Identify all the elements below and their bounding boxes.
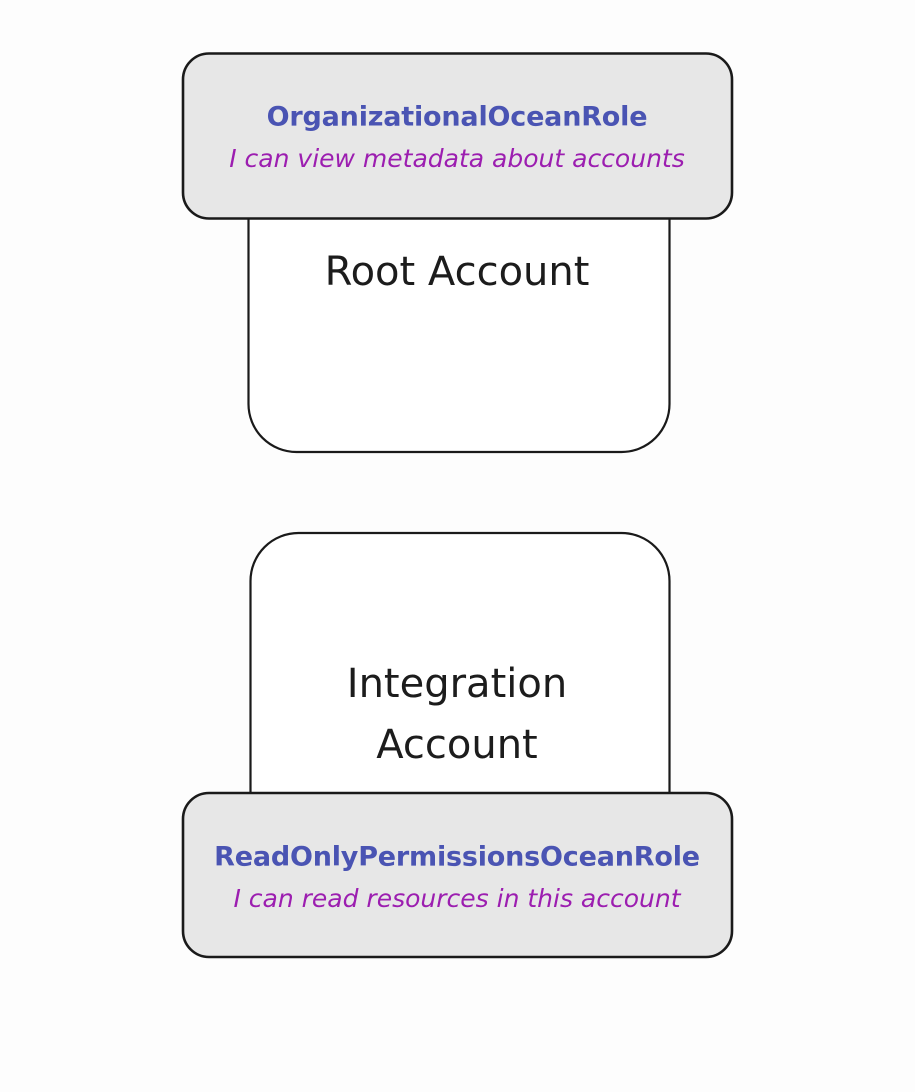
organizational-ocean-role-description: I can view metadata about accounts [229, 144, 685, 173]
organizational-ocean-role-box[interactable] [181, 52, 734, 220]
integration-account-group[interactable]: Integration Account [249, 531, 671, 865]
readonly-permissions-ocean-role-badge[interactable]: ReadOnlyPermissionsOceanRole I can read … [181, 791, 734, 959]
readonly-permissions-ocean-role-description: I can read resources in this account [233, 884, 681, 913]
root-account-label: Root Account [325, 249, 590, 295]
readonly-permissions-ocean-role-title: ReadOnlyPermissionsOceanRole [214, 842, 700, 873]
root-account-group[interactable]: Root Account [247, 148, 671, 454]
organizational-ocean-role-badge[interactable]: OrganizationalOceanRole I can view metad… [181, 52, 734, 220]
integration-account-label-line2: Account [376, 722, 538, 768]
readonly-permissions-ocean-role-box[interactable] [181, 791, 734, 959]
organizational-ocean-role-title: OrganizationalOceanRole [267, 102, 648, 133]
integration-account-label-line1: Integration [347, 661, 567, 707]
